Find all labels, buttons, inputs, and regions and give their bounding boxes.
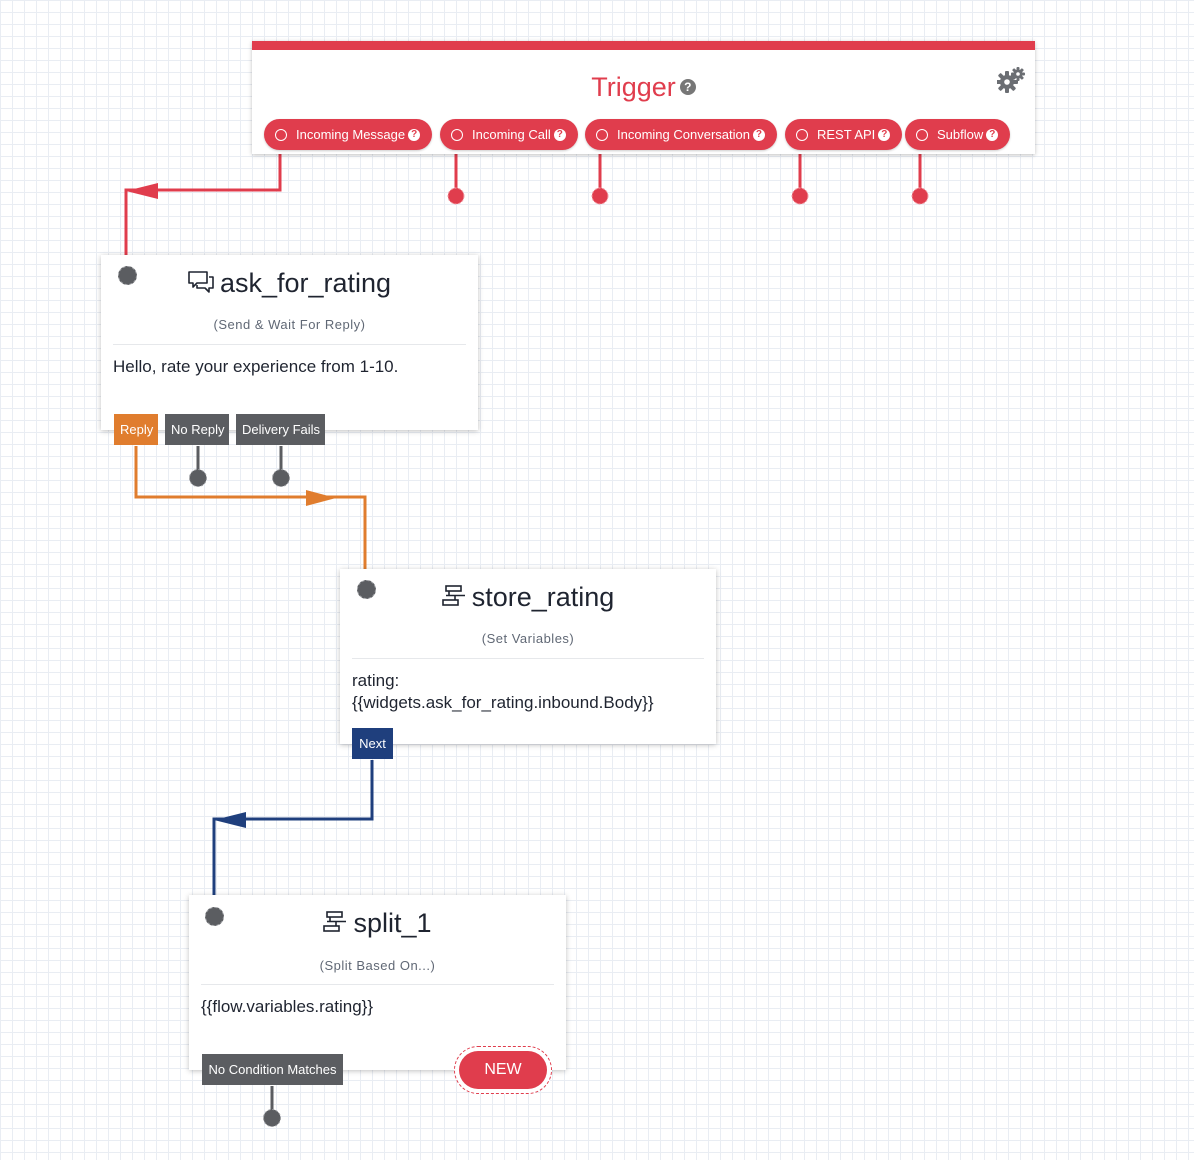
widget-title: split_1: [189, 908, 566, 939]
widget-type: (Set Variables): [481, 631, 575, 646]
widget-name: split_1: [353, 908, 432, 938]
radio-ring-icon: [596, 128, 608, 141]
chat-bubbles-icon: [188, 271, 214, 293]
wire-next: [212, 760, 374, 895]
divider: [113, 344, 466, 345]
port-incoming-conversation[interactable]: [591, 187, 609, 205]
gears-icon[interactable]: [997, 67, 1025, 93]
transition-delivery-fails[interactable]: Delivery Fails: [236, 414, 325, 445]
radio-ring-icon: [796, 128, 808, 141]
set-variables-icon: [441, 585, 465, 606]
widget-type: (Split Based On...): [319, 958, 436, 973]
radio-ring-icon: [275, 128, 287, 141]
radio-ring-icon: [916, 128, 928, 141]
widget-ask-for-rating[interactable]: ask_for_rating (Send & Wait For Reply) H…: [101, 255, 478, 430]
widget-type: (Send & Wait For Reply): [213, 317, 366, 332]
port-delivery-fails[interactable]: [272, 469, 290, 487]
widget-split-1[interactable]: split_1 (Split Based On...) {{flow.varia…: [189, 895, 566, 1070]
transition-reply[interactable]: Reply: [114, 414, 158, 445]
transition-next[interactable]: Next: [352, 728, 393, 759]
pill-label: Incoming Conversation: [617, 127, 750, 142]
transition-no-reply[interactable]: No Reply: [165, 414, 229, 445]
widget-body-line: rating:: [352, 671, 400, 690]
input-port[interactable]: [357, 580, 376, 599]
widget-name: ask_for_rating: [219, 268, 392, 298]
trigger-widget[interactable]: Trigger? Incoming Message? Incoming Call…: [252, 41, 1035, 154]
radio-ring-icon: [451, 128, 463, 141]
transition-no-condition-matches[interactable]: No Condition Matches: [202, 1054, 343, 1085]
question-circle-icon[interactable]: ?: [752, 128, 765, 141]
port-incoming-call[interactable]: [447, 187, 465, 205]
widget-title: store_rating: [340, 582, 716, 613]
widget-store-rating[interactable]: store_rating (Set Variables) rating: {{w…: [340, 569, 716, 744]
divider: [201, 984, 554, 985]
port-no-condition[interactable]: [263, 1109, 281, 1127]
split-icon: [323, 911, 347, 932]
trigger-incoming-conversation[interactable]: Incoming Conversation?: [585, 119, 777, 150]
widget-body-line: {{widgets.ask_for_rating.inbound.Body}}: [352, 693, 654, 712]
new-transition-label: NEW: [459, 1051, 547, 1089]
trigger-incoming-message[interactable]: Incoming Message?: [264, 119, 433, 150]
pill-label: REST API: [817, 127, 876, 142]
widget-title: ask_for_rating: [101, 268, 478, 299]
widget-body: Hello, rate your experience from 1-10.: [113, 357, 399, 376]
pill-label: Incoming Message: [296, 127, 406, 142]
pill-label: Incoming Call: [472, 127, 551, 142]
question-circle-icon[interactable]: ?: [553, 128, 566, 141]
trigger-title: Trigger: [591, 72, 676, 102]
question-circle-icon[interactable]: ?: [679, 78, 696, 95]
input-port[interactable]: [205, 907, 224, 926]
widget-name: store_rating: [471, 582, 615, 612]
trigger-rest-api[interactable]: REST API?: [785, 119, 903, 150]
wire-arrow-orange: [306, 490, 336, 506]
input-port[interactable]: [118, 266, 137, 285]
widget-body: {{flow.variables.rating}}: [201, 997, 374, 1016]
wire-arrow-blue: [214, 812, 246, 828]
wire-reply: [134, 446, 367, 569]
question-circle-icon[interactable]: ?: [878, 128, 891, 141]
widget-body: rating: {{widgets.ask_for_rating.inbound…: [352, 670, 704, 714]
wire-arrow-red: [126, 183, 158, 199]
port-no-reply[interactable]: [189, 469, 207, 487]
wire-incoming-message: [124, 140, 282, 255]
trigger-title-row: Trigger?: [252, 72, 1035, 103]
trigger-incoming-call[interactable]: Incoming Call?: [440, 119, 578, 150]
pill-label: Subflow: [937, 127, 984, 142]
divider: [352, 658, 704, 659]
question-circle-icon[interactable]: ?: [986, 128, 999, 141]
port-rest-api[interactable]: [791, 187, 809, 205]
new-transition-button[interactable]: NEW: [454, 1046, 552, 1094]
port-subflow[interactable]: [911, 187, 929, 205]
question-circle-icon[interactable]: ?: [408, 128, 421, 141]
trigger-subflow[interactable]: Subflow?: [905, 119, 1011, 150]
